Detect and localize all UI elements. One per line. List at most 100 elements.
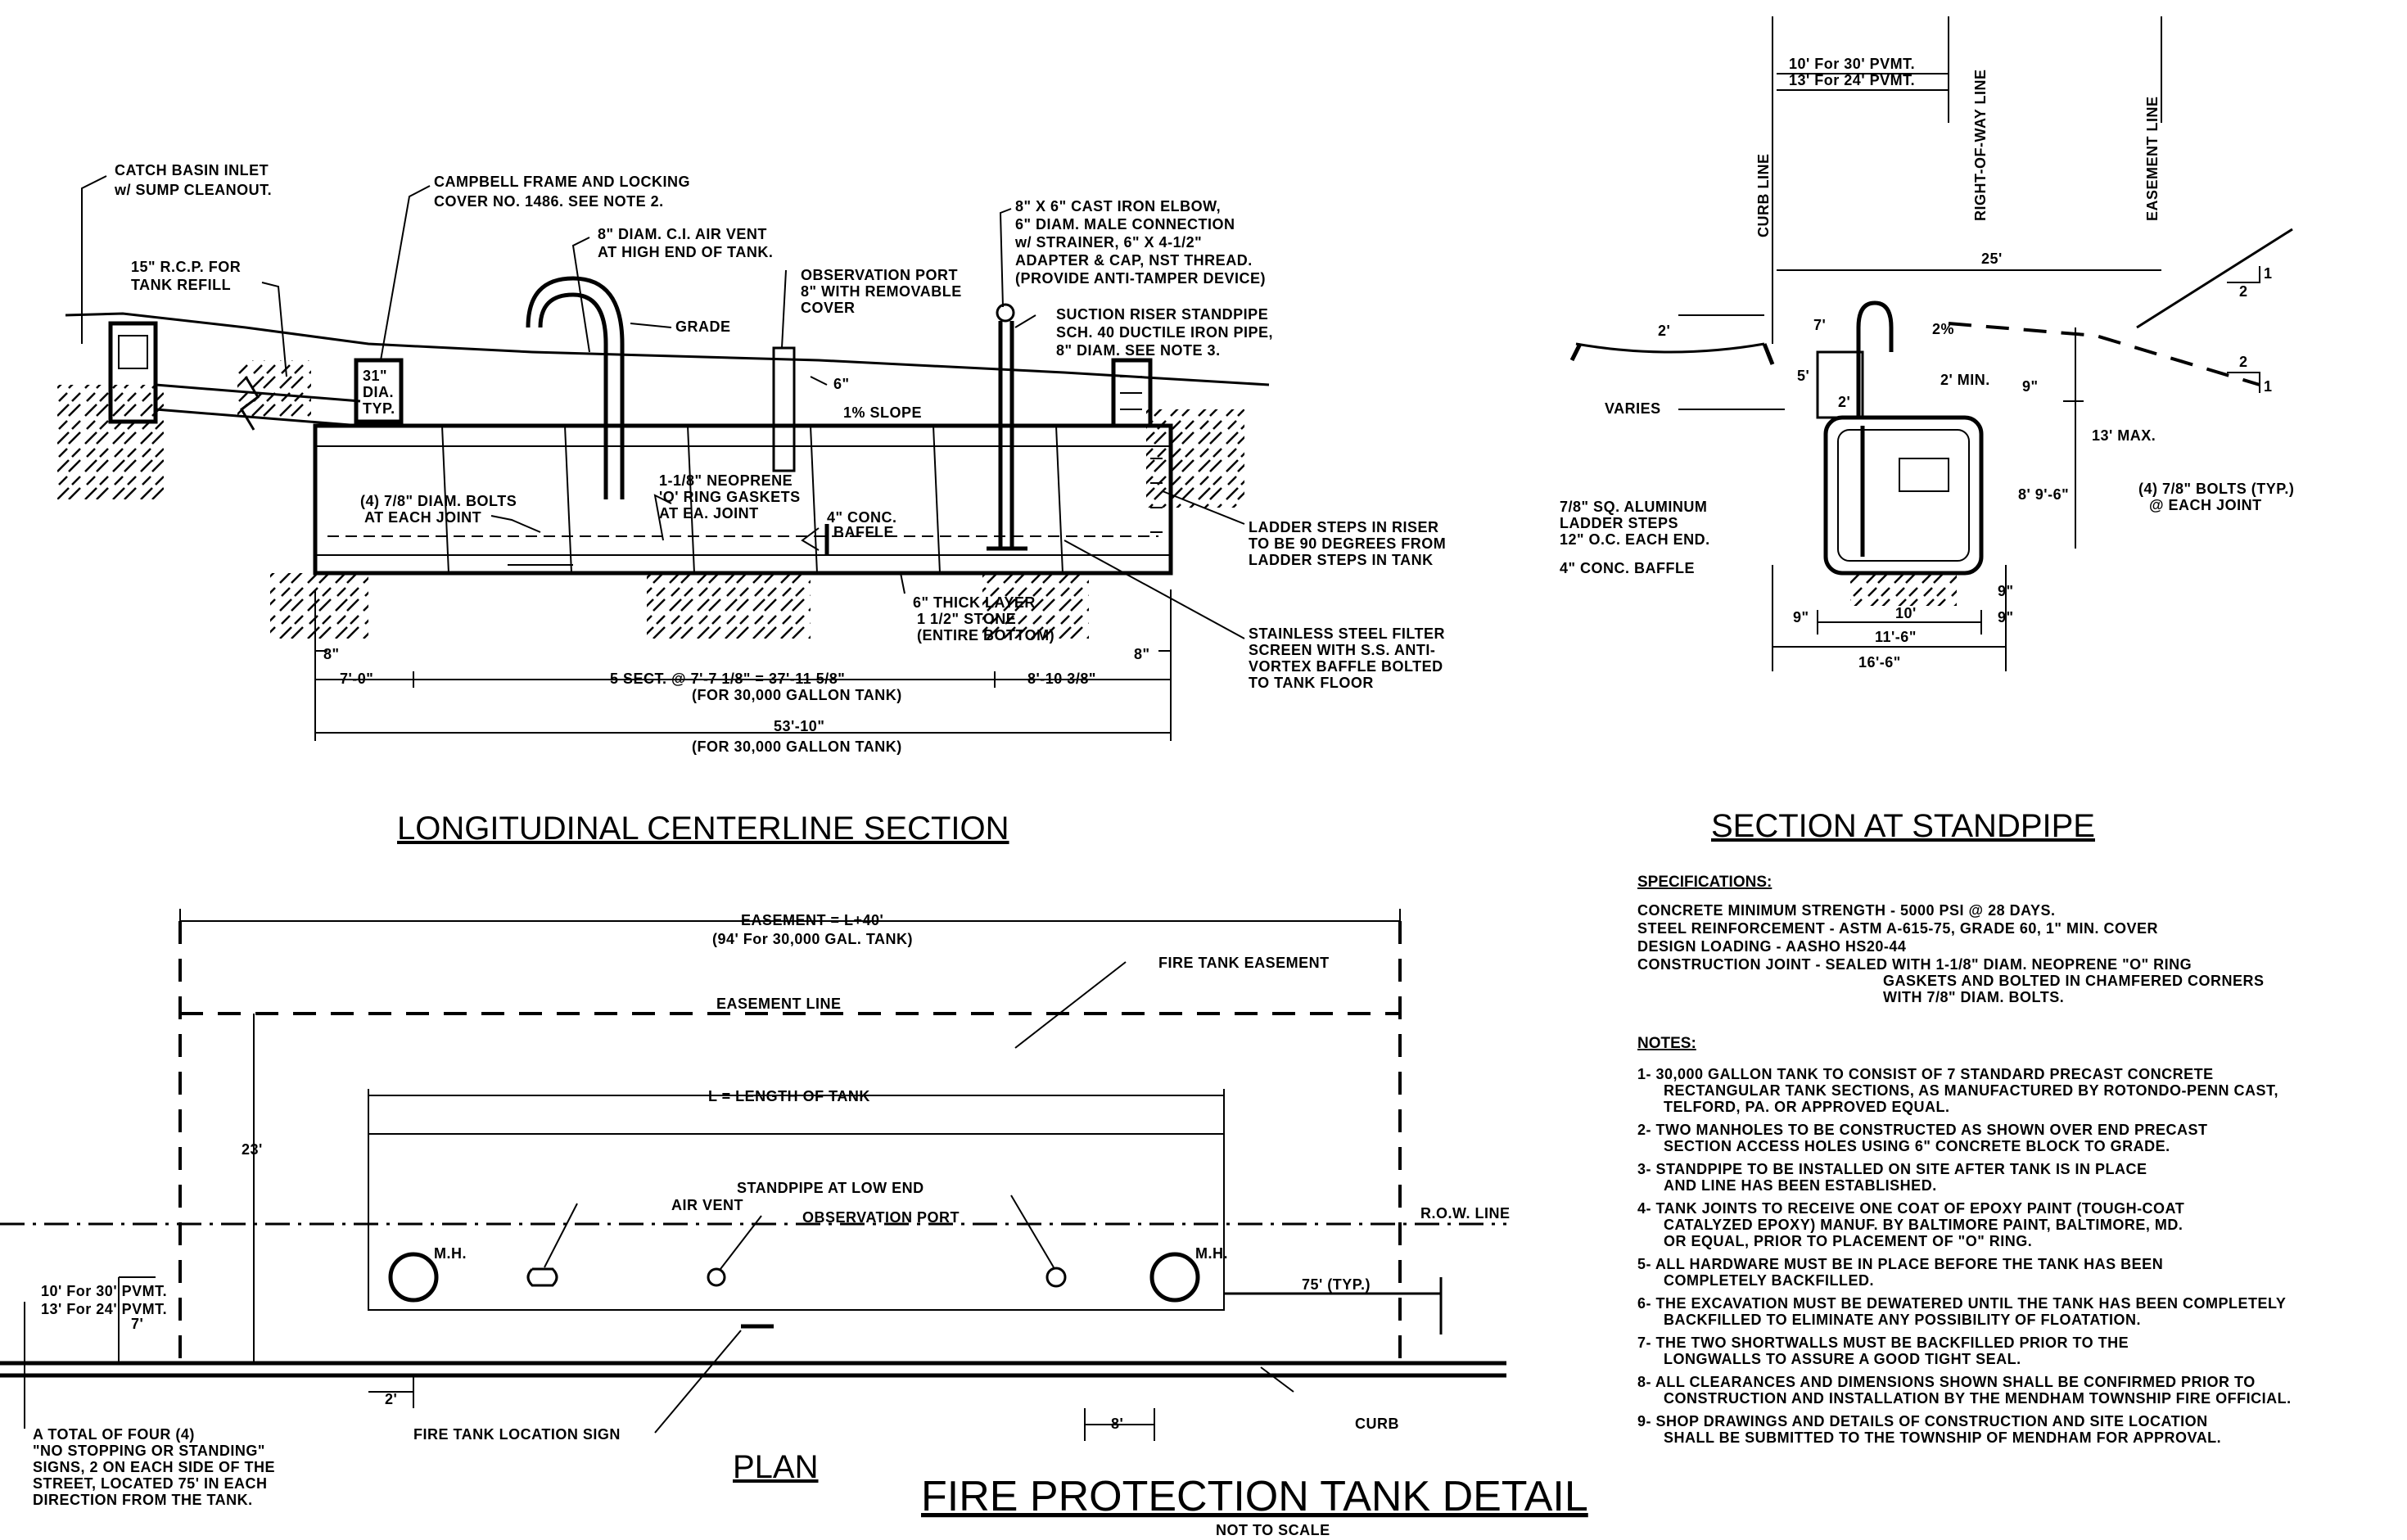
callout-obs-port-1: OBSERVATION PORT	[801, 267, 958, 283]
soil-hatch-bottom-right	[982, 573, 1089, 639]
callout-dia31-1: 31"	[363, 368, 387, 384]
plan-d7: 7'	[131, 1316, 143, 1332]
callout-filter-4: TO TANK FLOOR	[1249, 675, 1374, 691]
leader-lines	[81, 175, 1245, 639]
sp-pvmt24: 13' For 24' PVMT.	[1789, 72, 1915, 88]
ladder-riser	[1111, 358, 1153, 428]
sp-easement-line: EASEMENT LINE	[2144, 96, 2161, 221]
callout-filter-3: VORTEX BAFFLE BOLTED	[1249, 658, 1443, 675]
sp-d166: 16'-6"	[1858, 654, 1901, 671]
callout-catch-basin-1: CATCH BASIN INLET	[115, 162, 269, 178]
callout-elbow-4: ADAPTER & CAP, NST THREAD.	[1015, 252, 1253, 269]
note-7-line-1: 7- THE TWO SHORTWALLS MUST BE BACKFILLED…	[1637, 1335, 2129, 1351]
callout-riser-1: SUCTION RISER STANDPIPE	[1056, 306, 1268, 323]
plan-air-vent	[526, 1267, 558, 1287]
note-1-line-1: 1- 30,000 GALLON TANK TO CONSIST OF 7 ST…	[1637, 1066, 2214, 1082]
plan-dim-75	[1224, 1277, 1443, 1335]
sp-d2min: 2' MIN.	[1940, 372, 1990, 388]
plan-obs-port-label: OBSERVATION PORT	[802, 1209, 960, 1226]
callout-air-vent-2: AT HIGH END OF TANK.	[598, 244, 773, 260]
callout-ladder-1: LADDER STEPS IN RISER	[1249, 519, 1439, 535]
spec-line-6: WITH 7/8" DIAM. BOLTS.	[1883, 989, 2064, 1005]
tank-body	[313, 423, 1173, 576]
dim-lines	[314, 589, 1172, 741]
sp-curb-line: CURB LINE	[1755, 154, 1772, 238]
plan-signs-5: DIRECTION FROM THE TANK.	[33, 1492, 253, 1508]
standpipe-label-box	[1899, 458, 1949, 492]
callout-elbow-5: (PROVIDE ANTI-TAMPER DEVICE)	[1015, 270, 1266, 287]
dim-right-seg: 8'-10 3/8"	[1027, 671, 1096, 687]
plan-mh2: M.H.	[1195, 1245, 1228, 1262]
plan-manhole-2	[1149, 1252, 1200, 1303]
standpipe-tank	[1823, 415, 1984, 576]
standpipe-vertical-lines	[1678, 16, 2162, 671]
rcp-pipe	[155, 383, 361, 427]
dim-mid-sub: (FOR 30,000 GALLON TANK)	[692, 687, 902, 703]
sp-slope2: 2	[2239, 283, 2248, 300]
callout-slope: 1% SLOPE	[843, 404, 922, 421]
sp-slope1b: 1	[2264, 378, 2273, 395]
slope-right	[2136, 228, 2293, 329]
slope-triangle-2	[2227, 372, 2260, 393]
plan-view: EASEMENT = L+40' (94' For 30,000 GAL. TA…	[0, 909, 1510, 1508]
sp-d116: 11'-6"	[1875, 629, 1917, 645]
plan-dim-2	[368, 1375, 414, 1408]
callout-riser-3: 8" DIAM. SEE NOTE 3.	[1056, 342, 1221, 359]
callout-gaskets-3: AT EA. JOINT	[659, 505, 759, 522]
note-4-line-1: 4- TANK JOINTS TO RECEIVE ONE COAT OF EP…	[1637, 1200, 2184, 1217]
sp-d2: 2'	[1658, 323, 1670, 339]
note-2-line-2: SECTION ACCESS HOLES USING 6" CONCRETE B…	[1664, 1138, 2170, 1154]
ladder-tank	[1150, 458, 1163, 533]
callout-stone-1: 6" THICK LAYER	[913, 594, 1036, 611]
plan-curb	[0, 1361, 1506, 1378]
plan-manhole-1	[388, 1252, 439, 1303]
note-1-line-2: RECTANGULAR TANK SECTIONS, AS MANUFACTUR…	[1664, 1082, 2278, 1099]
plan-fire-easement: FIRE TANK EASEMENT	[1158, 955, 1330, 971]
plan-pvmt24: 13' For 24' PVMT.	[41, 1301, 167, 1317]
note-9-line-1: 9- SHOP DRAWINGS AND DETAILS OF CONSTRUC…	[1637, 1413, 2208, 1429]
plan-easement: EASEMENT = L+40'	[741, 912, 883, 928]
sp-alum-1: 7/8" SQ. ALUMINUM	[1560, 499, 1707, 515]
notes-list: 1- 30,000 GALLON TANK TO CONSIST OF 7 ST…	[1637, 1066, 2291, 1446]
plan-standpipe	[1045, 1267, 1067, 1288]
callout-rcp-2: TANK REFILL	[131, 277, 231, 293]
note-2-line-1: 2- TWO MANHOLES TO BE CONSTRUCTED AS SHO…	[1637, 1122, 2208, 1138]
standpipe-tank-inner	[1837, 429, 1970, 562]
callout-air-vent-1: 8" DIAM. C.I. AIR VENT	[598, 226, 767, 242]
note-3-line-1: 3- STANDPIPE TO BE INSTALLED ON SITE AFT…	[1637, 1161, 2147, 1177]
plan-fire-sign: FIRE TANK LOCATION SIGN	[413, 1426, 621, 1443]
plan-signs-2: "NO STOPPING OR STANDING"	[33, 1443, 265, 1459]
callout-rcp-1: 15" R.C.P. FOR	[131, 259, 241, 275]
tank-joints	[441, 425, 1064, 574]
note-7-line-2: LONGWALLS TO ASSURE A GOOD TIGHT SEAL.	[1664, 1351, 2021, 1367]
sheet-subtitle: NOT TO SCALE	[1216, 1522, 1330, 1538]
plan-signs-1: A TOTAL OF FOUR (4)	[33, 1426, 195, 1443]
plan-d75: 75' (TYP.)	[1302, 1276, 1371, 1293]
callout-elbow-2: 6" DIAM. MALE CONNECTION	[1015, 216, 1235, 233]
soil-hatch-left-top	[237, 360, 311, 418]
sp-slope2b: 2	[2239, 354, 2248, 370]
plan-dim-7	[118, 1276, 156, 1363]
sp-row-line: RIGHT-OF-WAY LINE	[1972, 69, 1989, 221]
plan-standpipe-label: STANDPIPE AT LOW END	[737, 1180, 924, 1196]
grade-slope	[1948, 322, 2260, 386]
plan-mh1: M.H.	[434, 1245, 467, 1262]
sp-d2b: 2'	[1838, 394, 1850, 410]
plan-dim-8	[1084, 1408, 1155, 1441]
callout-elbow-3: w/ STRAINER, 6" X 4-1/2"	[1014, 234, 1202, 251]
sp-d7: 7'	[1813, 317, 1826, 333]
sp-bolts-1: (4) 7/8" BOLTS (TYP.)	[2138, 481, 2294, 497]
slope-triangle-1	[2227, 266, 2260, 283]
note-1-line-3: TELFORD, PA. OR APPROVED EQUAL.	[1664, 1099, 1950, 1115]
callout-catch-basin-2: w/ SUMP CLEANOUT.	[114, 182, 272, 198]
callout-gaskets-2: 'O' RING GASKETS	[659, 489, 801, 505]
standpipe-section: 10' For 30' PVMT. 13' For 24' PVMT. CURB…	[1560, 16, 2294, 844]
sp-d9: 9"	[2022, 378, 2039, 395]
callout-six-in: 6"	[833, 376, 850, 392]
standpipe-title: SECTION AT STANDPIPE	[1711, 808, 2095, 844]
sp-alum-2: LADDER STEPS	[1560, 515, 1678, 531]
road-surface	[1575, 342, 1765, 354]
sp-d10: 10'	[1895, 605, 1917, 621]
plan-leaders	[24, 961, 1294, 1434]
